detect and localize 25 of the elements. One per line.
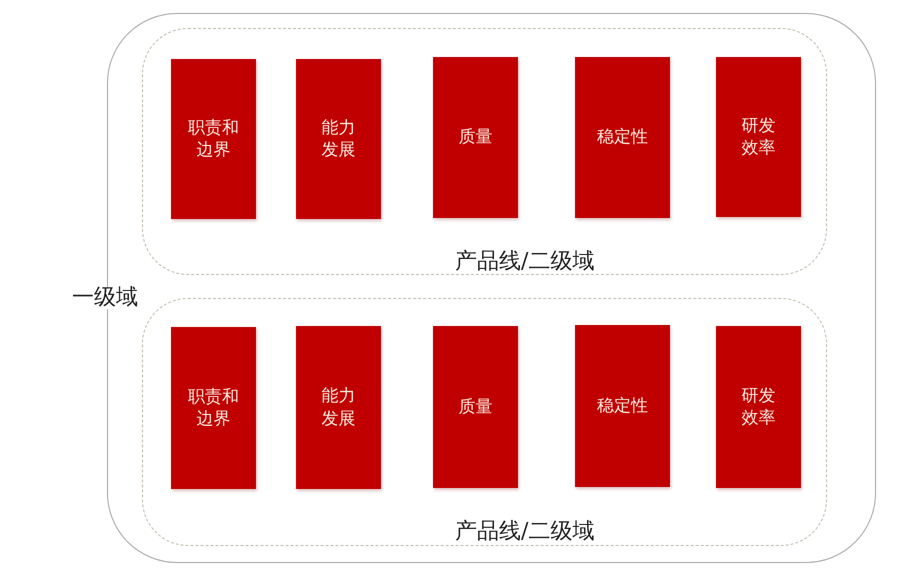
category-label: 能力发展 (320, 116, 356, 162)
dashed-frame (142, 298, 827, 546)
category-box (296, 59, 381, 219)
category-label: 研发效率 (740, 384, 776, 430)
category-box (575, 325, 670, 487)
category-label: 研发效率 (740, 114, 776, 160)
category-box (171, 327, 256, 489)
category-label: 稳定性 (597, 394, 648, 418)
category-box (716, 57, 801, 217)
frame-caption: 产品线/二级域 (455, 251, 594, 273)
category-label: 职责和边界 (187, 386, 240, 430)
category-label: 质量 (458, 126, 492, 149)
category-box (575, 57, 670, 218)
frame-caption: 产品线/二级域 (455, 521, 594, 543)
category-box (171, 59, 256, 219)
category-label: 职责和边界 (187, 116, 240, 162)
category-label: 能力发展 (320, 385, 356, 430)
category-box (716, 326, 801, 488)
category-box (433, 57, 518, 218)
category-box (296, 326, 381, 489)
category-label: 稳定性 (597, 126, 648, 149)
category-box (433, 326, 518, 488)
category-label: 质量 (458, 396, 492, 418)
dashed-frame (142, 28, 827, 275)
frame-heading: 一级域 (71, 287, 139, 309)
